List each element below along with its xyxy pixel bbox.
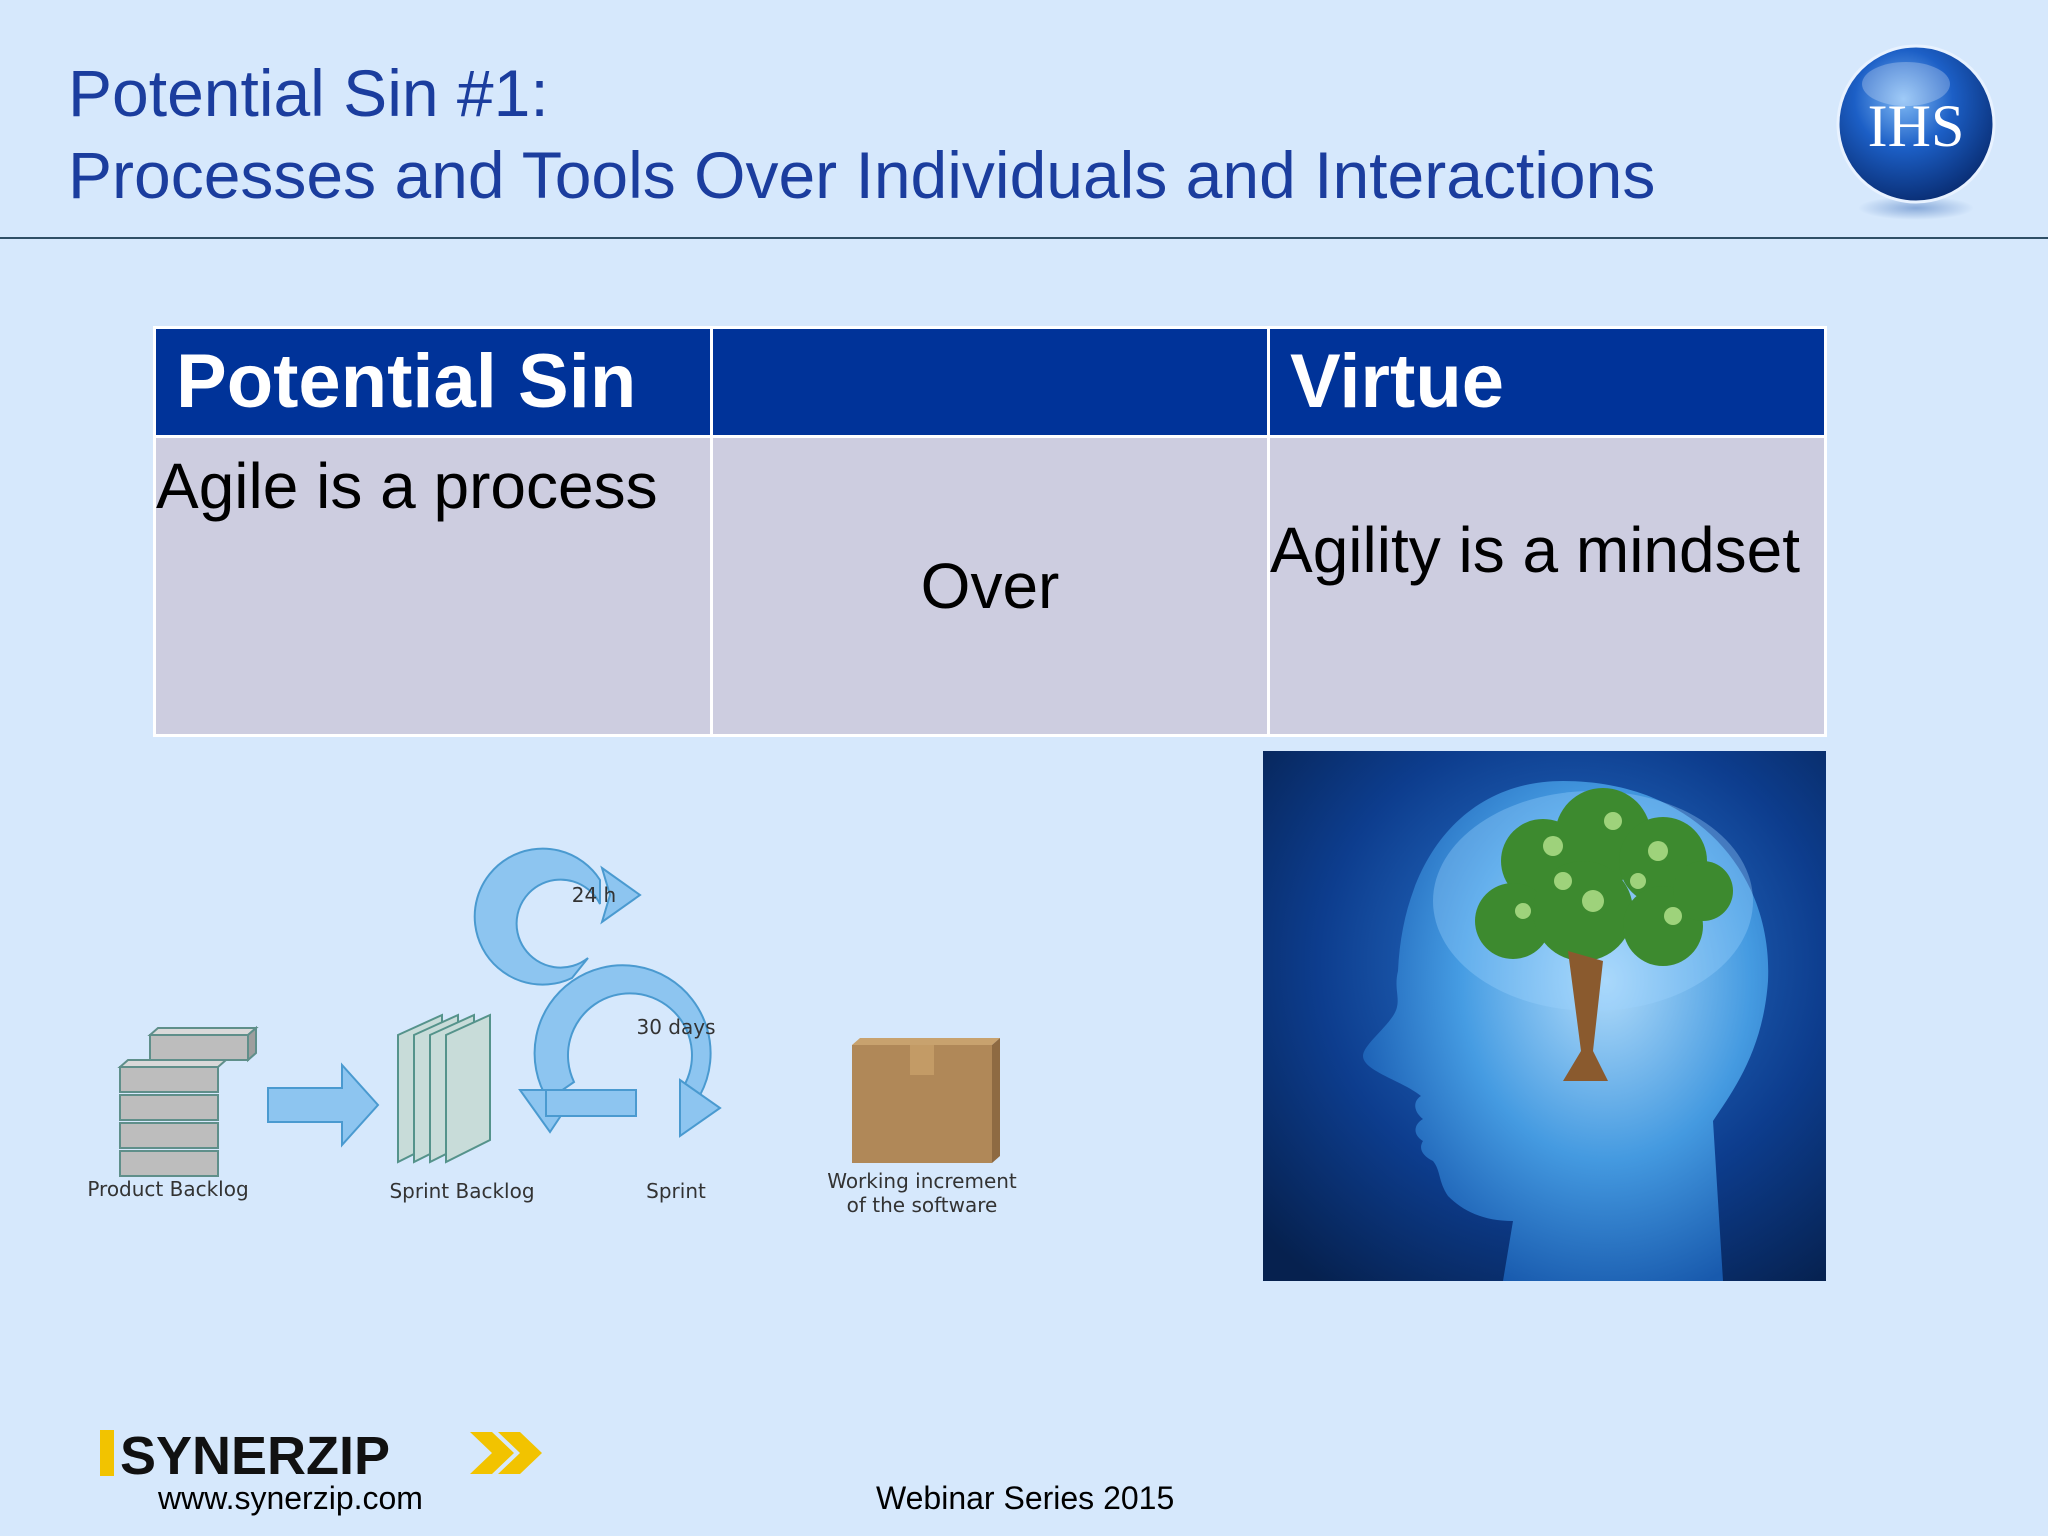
cell-virtue: Agility is a mindset <box>1267 435 1827 737</box>
increment-label-line-1: Working increment <box>827 1169 1017 1193</box>
cell-over: Over <box>710 435 1270 737</box>
head-with-money-tree-image <box>1263 751 1826 1281</box>
ihs-logo-icon: IHS <box>1836 44 1996 220</box>
sprint-backlog-label: Sprint Backlog <box>389 1179 534 1203</box>
sprint-backlog-icon <box>397 1013 491 1164</box>
scrum-process-diagram: 24 h 30 days Product Backlog Sprint Back… <box>87 847 1017 1217</box>
slide-title: Potential Sin #1: Processes and Tools Ov… <box>68 52 1768 216</box>
sin-virtue-table: Potential Sin Virtue Agile is a process … <box>153 326 1827 737</box>
product-backlog-icon <box>117 1025 259 1177</box>
cell-sin: Agile is a process <box>153 435 713 737</box>
synerzip-logo-text: SYNERZIP <box>120 1426 390 1482</box>
sprint-label: Sprint <box>646 1179 706 1203</box>
increment-box-icon <box>852 1038 1000 1163</box>
sprint-length-label: 30 days <box>636 1015 715 1039</box>
arrow-icon <box>267 1062 380 1148</box>
daily-label: 24 h <box>572 883 616 907</box>
product-backlog-label: Product Backlog <box>87 1177 248 1201</box>
title-line-1: Potential Sin #1: <box>68 56 549 130</box>
header-virtue: Virtue <box>1267 326 1827 438</box>
header-potential-sin: Potential Sin <box>153 326 713 438</box>
synerzip-url: www.synerzip.com <box>158 1480 423 1516</box>
table-row: Agile is a process Over Agility is a min… <box>153 435 1827 737</box>
table-header-row: Potential Sin Virtue <box>153 326 1827 438</box>
footer-webinar-series: Webinar Series 2015 <box>876 1480 1175 1516</box>
increment-label-line-2: of the software <box>847 1193 998 1217</box>
title-line-2: Processes and Tools Over Individuals and… <box>68 138 1656 212</box>
header-divider <box>0 237 2048 239</box>
ihs-logo-text: IHS <box>1868 93 1965 159</box>
sprint-cycle-icon <box>518 964 722 1138</box>
daily-cycle-icon <box>473 847 642 986</box>
header-blank <box>710 326 1270 438</box>
synerzip-logo-icon: SYNERZIP <box>100 1426 542 1482</box>
